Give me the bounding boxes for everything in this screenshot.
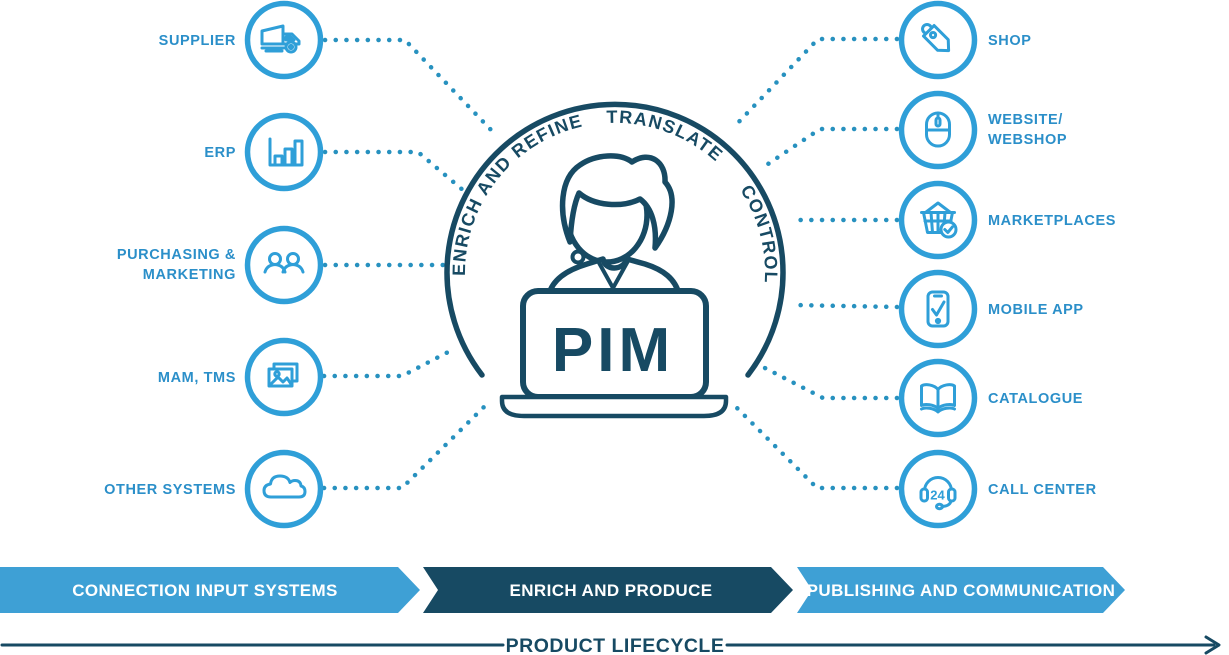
process-banners: CONNECTION INPUT SYSTEMS ENRICH AND PROD… xyxy=(0,567,1125,613)
input-node-supplier: SUPPLIER xyxy=(159,0,324,80)
laptop-base xyxy=(499,394,729,419)
output-label-webshop: WEBSHOP xyxy=(988,132,1067,148)
input-node-purchasing-marketing: PURCHASING & MARKETING xyxy=(117,225,324,305)
product-lifecycle-axis: PRODUCT LIFECYCLE xyxy=(0,635,1221,655)
output-node-shop: SHOP xyxy=(898,0,1032,80)
pim-center: ENRICH AND REFINE TRANSLATE CONTROL PIM xyxy=(444,101,786,419)
purchasing-circle xyxy=(244,225,324,305)
input-label-supplier: SUPPLIER xyxy=(159,33,236,49)
headset-icon: 24 xyxy=(919,476,957,511)
smartphone-icon xyxy=(926,290,950,328)
call-center-24-badge: 24 xyxy=(930,488,945,503)
output-label-website: WEBSITE/ xyxy=(988,112,1063,128)
connectors xyxy=(321,36,900,491)
person-earring xyxy=(570,249,586,265)
connector-pim-to-mobile-app xyxy=(789,302,900,310)
output-label-marketplaces: MARKETPLACES xyxy=(988,213,1116,229)
call-center-circle xyxy=(898,449,978,529)
basket-icon xyxy=(920,201,958,239)
mouse-icon xyxy=(925,111,951,148)
output-node-website-webshop: WEBSITE/ WEBSHOP xyxy=(898,90,1067,170)
person-hair xyxy=(559,153,675,251)
output-label-catalogue: CATALOGUE xyxy=(988,391,1083,407)
input-label-marketing: MARKETING xyxy=(143,267,236,283)
pim-laptop: PIM xyxy=(499,288,729,419)
ring-label-control: CONTROL xyxy=(737,181,782,284)
connector-mam-tms-to-pim xyxy=(321,347,455,379)
truck-icon xyxy=(260,24,301,54)
input-label-mam-tms: MAM, TMS xyxy=(158,370,236,386)
banner-connection-input-systems xyxy=(0,567,420,613)
connector-erp-to-pim xyxy=(322,149,467,194)
price-tag-icon xyxy=(921,23,951,53)
output-node-call-center: 24 CALL CENTER xyxy=(898,449,1097,529)
mobile-app-circle xyxy=(898,269,978,349)
banner-label-publishing-and-communication: PUBLISHING AND COMMUNICATION xyxy=(807,581,1116,600)
banner-label-connection-input-systems: CONNECTION INPUT SYSTEMS xyxy=(72,581,338,600)
pim-circle-arc xyxy=(444,101,786,378)
open-book-icon xyxy=(920,383,956,414)
connector-pim-to-shop xyxy=(730,36,900,131)
output-node-mobile-app: MOBILE APP xyxy=(898,269,1084,349)
input-label-other-systems: OTHER SYSTEMS xyxy=(104,482,236,498)
banner-publishing-and-communication xyxy=(797,567,1125,613)
connector-supplier-to-pim xyxy=(322,37,496,135)
output-label-mobile-app: MOBILE APP xyxy=(988,302,1084,318)
lifecycle-arrowhead-icon xyxy=(1204,635,1221,655)
output-label-call-center: CALL CENTER xyxy=(988,482,1097,498)
input-node-other-systems: OTHER SYSTEMS xyxy=(104,449,324,529)
output-node-catalogue: CATALOGUE xyxy=(898,358,1083,438)
people-icon xyxy=(263,252,305,274)
connector-other-systems-to-pim xyxy=(321,398,493,491)
input-label-purchasing: PURCHASING & xyxy=(117,247,236,263)
input-node-mam-tms: MAM, TMS xyxy=(158,337,324,417)
connector-pim-to-catalogue xyxy=(760,364,900,401)
input-label-erp: ERP xyxy=(204,145,236,161)
output-label-shop: SHOP xyxy=(988,33,1032,49)
output-node-marketplaces: MARKETPLACES xyxy=(898,180,1116,260)
input-node-erp: ERP xyxy=(204,112,324,192)
connector-pim-to-call-center xyxy=(727,398,900,491)
lifecycle-label: PRODUCT LIFECYCLE xyxy=(506,635,725,655)
banner-enrich-and-produce xyxy=(423,567,793,613)
pim-label: PIM xyxy=(552,316,674,385)
other-systems-circle xyxy=(244,449,324,529)
connector-pim-to-website xyxy=(762,126,900,169)
bar-chart-icon xyxy=(268,137,304,167)
cloud-icon xyxy=(262,474,307,499)
images-icon xyxy=(267,362,299,388)
banner-label-enrich-and-produce: ENRICH AND PRODUCE xyxy=(509,581,712,600)
pim-person-figure xyxy=(546,153,682,301)
